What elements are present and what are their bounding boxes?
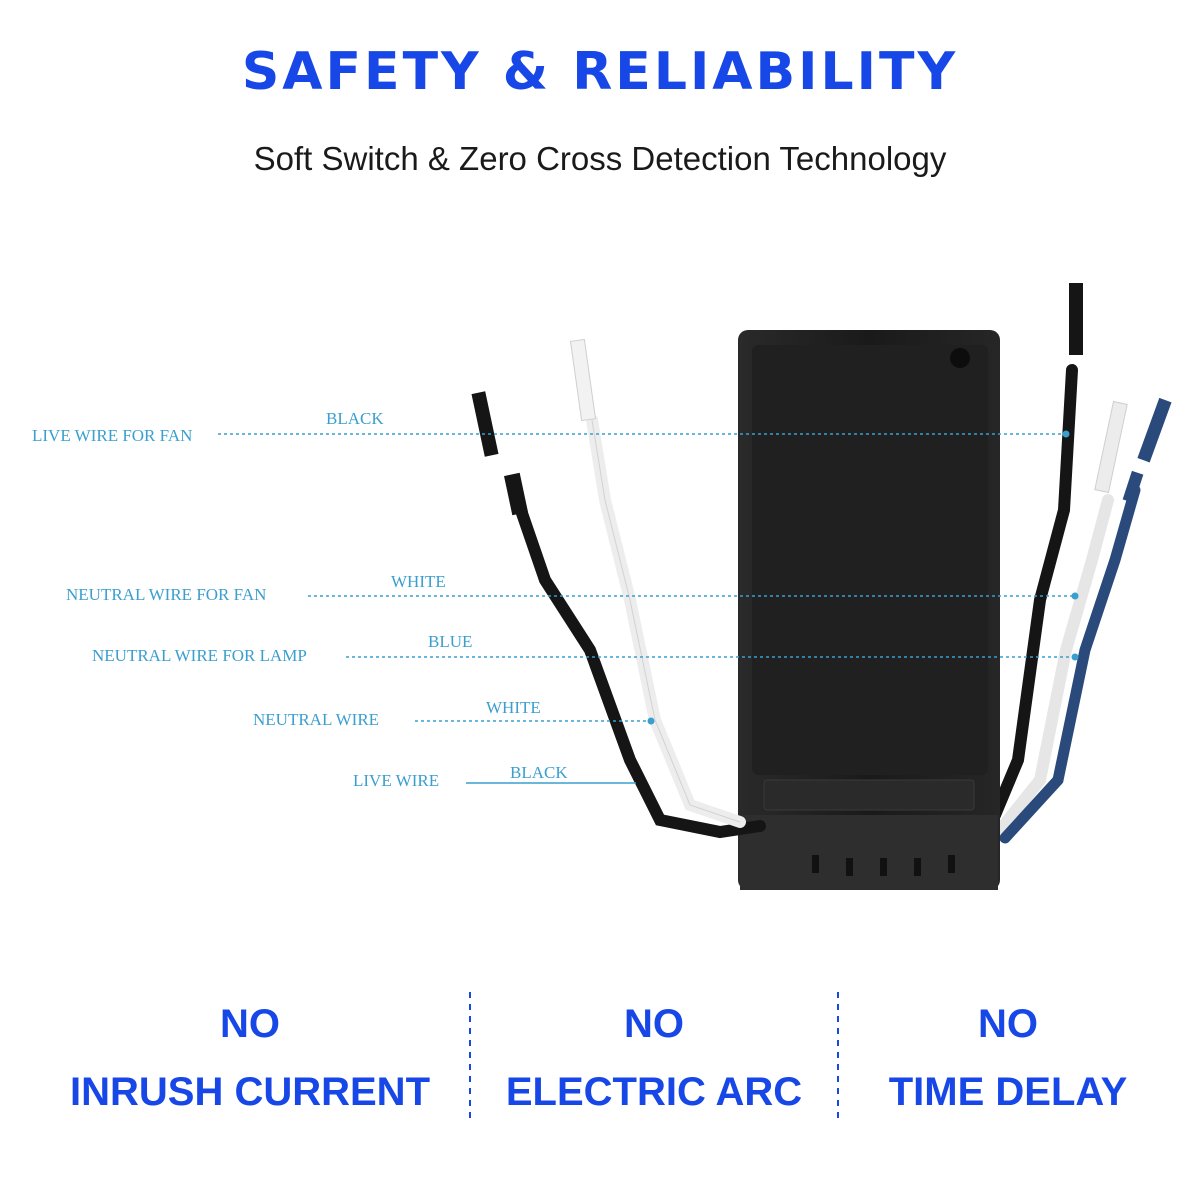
- wire-color-label: BLACK: [326, 409, 384, 428]
- black-wire-left-sleeve: [504, 472, 528, 516]
- wire-function-label: LIVE WIRE FOR FAN: [32, 426, 193, 445]
- feature-label: INRUSH CURRENT: [70, 1070, 430, 1114]
- white-wire-right-tip: [1094, 400, 1128, 494]
- leader-dots: [647, 430, 1079, 725]
- wire-color-label: WHITE: [391, 572, 446, 591]
- feature-arc: NO ELECTRIC ARC: [470, 1000, 838, 1116]
- right-wires: [989, 283, 1172, 844]
- wire-color-label: WHITE: [486, 698, 541, 717]
- black-wire-left: [508, 484, 766, 839]
- wire-color-label: BLUE: [428, 632, 473, 651]
- feature-no: NO: [220, 1002, 280, 1046]
- blue-wire-right-tip: [1137, 397, 1172, 463]
- feature-inrush: NO INRUSH CURRENT: [50, 1000, 450, 1116]
- feature-label: TIME DELAY: [888, 1070, 1128, 1114]
- receiver-body: [738, 330, 1000, 890]
- page-subtitle: Soft Switch & Zero Cross Detection Techn…: [253, 140, 947, 177]
- wire-function-label: LIVE WIRE: [353, 771, 440, 790]
- black-wire-right-tip: [1069, 283, 1083, 355]
- black-wire-right: [989, 364, 1078, 821]
- indicator-hole: [950, 348, 970, 368]
- white-wire-left: [586, 414, 746, 828]
- blue-wire-right-sleeve: [1122, 470, 1144, 504]
- leader-lines: [218, 433, 1074, 784]
- wire-function-label: NEUTRAL WIRE: [253, 710, 380, 729]
- wire-function-label: NEUTRAL WIRE FOR FAN: [66, 585, 267, 604]
- wire-color-label: BLACK: [510, 763, 568, 782]
- feature-no: NO: [624, 1002, 684, 1046]
- vent-slots: [812, 855, 955, 876]
- white-wire-right: [994, 494, 1114, 836]
- feature-label: ELECTRIC ARC: [505, 1070, 803, 1114]
- feature-dividers: [469, 992, 839, 1122]
- blue-wire-right: [999, 484, 1141, 844]
- white-wire-left-tip: [569, 338, 597, 422]
- feature-no: NO: [978, 1002, 1038, 1046]
- wire-function-label: NEUTRAL WIRE FOR LAMP: [92, 646, 307, 665]
- left-wires: [471, 338, 766, 839]
- page-title: SAFETY & RELIABILITY: [241, 42, 959, 102]
- black-wire-left-tip: [471, 391, 499, 457]
- feature-delay: NO TIME DELAY: [838, 1000, 1178, 1116]
